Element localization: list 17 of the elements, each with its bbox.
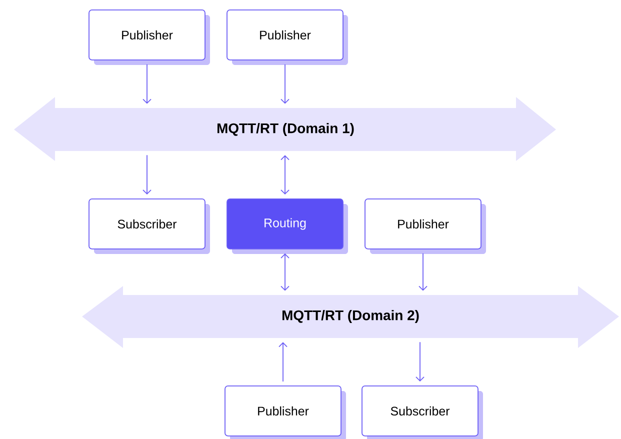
arrow <box>142 64 152 104</box>
arrow <box>280 64 290 104</box>
arrow <box>418 252 428 291</box>
process-box: Subscriber <box>88 198 210 254</box>
process-box: Publisher <box>226 10 348 65</box>
process-box: Publisher <box>88 10 210 65</box>
arrow <box>278 342 288 382</box>
routing-box: Routing <box>226 198 348 254</box>
process-box: Publisher <box>364 198 486 254</box>
bus-band: MQTT/RT (Domain 2) <box>82 286 619 348</box>
arrow <box>280 155 290 195</box>
bus-band: MQTT/RT (Domain 1) <box>14 96 556 161</box>
process-box: Publisher <box>224 386 346 439</box>
process-box: Subscriber <box>362 386 483 439</box>
arrow <box>280 253 290 291</box>
arrow <box>142 154 152 195</box>
arrow <box>416 342 424 382</box>
